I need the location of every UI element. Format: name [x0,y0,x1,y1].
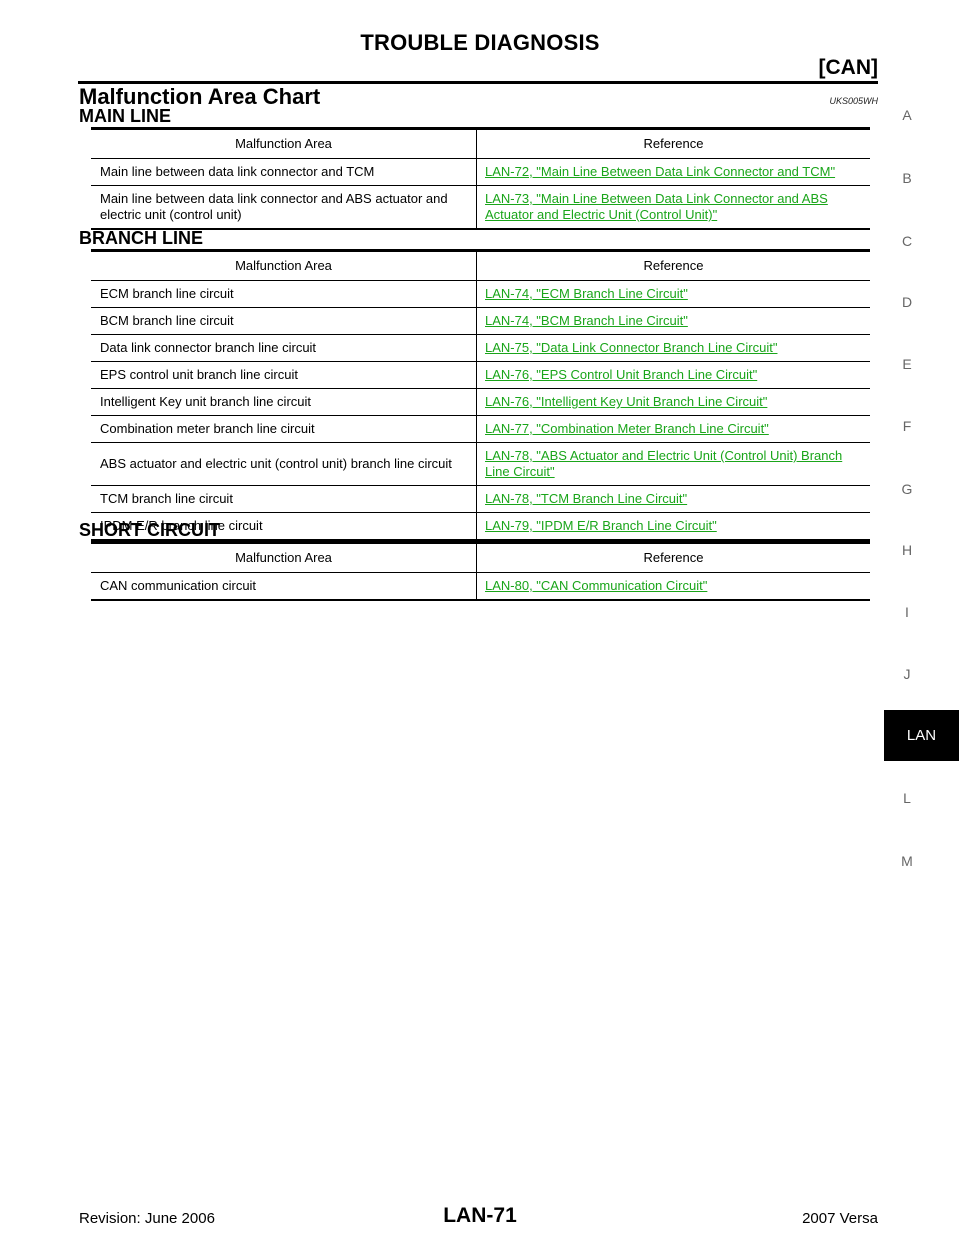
table-row: IPDM E/R branch line circuit LAN-79, "IP… [91,512,870,541]
reference-link[interactable]: LAN-75, "Data Link Connector Branch Line… [485,340,778,355]
side-index-c[interactable]: C [901,233,913,249]
malfunction-area-cell: Main line between data link connector an… [91,185,477,230]
table-row: Data link connector branch line circuit … [91,334,870,362]
malfunction-area-cell: ECM branch line circuit [91,280,477,308]
branch-line-title: BRANCH LINE [79,228,203,248]
short-circuit-table: Malfunction Area Reference CAN communica… [91,541,870,601]
main-line-table: Malfunction Area Reference Main line bet… [91,127,870,230]
column-header-reference: Reference [476,541,870,573]
column-header-reference: Reference [476,127,870,159]
malfunction-area-cell: TCM branch line circuit [91,485,477,513]
reference-link[interactable]: LAN-78, "TCM Branch Line Circuit" [485,491,688,506]
table-row: Combination meter branch line circuit LA… [91,415,870,443]
table-header-row: Malfunction Area Reference [91,127,870,159]
side-index-b[interactable]: B [902,170,912,186]
side-index-i[interactable]: I [905,604,909,620]
reference-link[interactable]: LAN-80, "CAN Communication Circuit" [485,578,708,593]
side-index-d[interactable]: D [901,294,913,310]
table-header-row: Malfunction Area Reference [91,541,870,573]
malfunction-area-cell: CAN communication circuit [91,572,477,601]
table-header-row: Malfunction Area Reference [91,249,870,281]
side-index-m[interactable]: M [901,853,913,869]
footer-revision: Revision: June 2006 [79,1210,215,1227]
column-header-reference: Reference [476,249,870,281]
page-header-title: TROUBLE DIAGNOSIS [360,30,600,55]
reference-link[interactable]: LAN-77, "Combination Meter Branch Line C… [485,421,769,436]
table-row: Main line between data link connector an… [91,158,870,186]
footer-model: 2007 Versa [802,1210,878,1227]
column-header-area: Malfunction Area [91,127,477,159]
footer-page-number: LAN-71 [443,1204,517,1227]
malfunction-area-cell: BCM branch line circuit [91,307,477,335]
side-index-lan-active[interactable]: LAN [884,710,959,761]
reference-link[interactable]: LAN-72, "Main Line Between Data Link Con… [485,164,836,179]
malfunction-area-cell: Combination meter branch line circuit [91,415,477,443]
reference-link[interactable]: LAN-73, "Main Line Between Data Link Con… [485,191,828,222]
side-index-g[interactable]: G [901,481,913,497]
column-header-area: Malfunction Area [91,541,477,573]
section-label: [CAN] [818,56,878,79]
malfunction-area-cell: IPDM E/R branch line circuit [91,512,477,541]
side-index-h[interactable]: H [901,542,913,558]
branch-line-table: Malfunction Area Reference ECM branch li… [91,249,870,541]
page-title: Malfunction Area Chart [79,84,321,109]
table-row: TCM branch line circuit LAN-78, "TCM Bra… [91,485,870,513]
document-code: UKS005WH [829,96,878,106]
short-circuit-title: SHORT CIRCUIT [79,520,220,540]
side-index-a[interactable]: A [902,107,912,123]
malfunction-area-cell: Data link connector branch line circuit [91,334,477,362]
main-line-title: MAIN LINE [79,106,171,126]
side-index-l[interactable]: L [903,790,911,806]
malfunction-area-cell: EPS control unit branch line circuit [91,361,477,389]
side-index-f[interactable]: F [902,418,912,434]
reference-link[interactable]: LAN-79, "IPDM E/R Branch Line Circuit" [485,518,717,533]
malfunction-area-cell: Intelligent Key unit branch line circuit [91,388,477,416]
reference-link[interactable]: LAN-74, "ECM Branch Line Circuit" [485,286,688,301]
reference-link[interactable]: LAN-76, "Intelligent Key Unit Branch Lin… [485,394,768,409]
reference-link[interactable]: LAN-78, "ABS Actuator and Electric Unit … [485,448,843,479]
column-header-area: Malfunction Area [91,249,477,281]
reference-link[interactable]: LAN-74, "BCM Branch Line Circuit" [485,313,688,328]
malfunction-area-cell: Main line between data link connector an… [91,158,477,186]
side-index-e[interactable]: E [902,356,912,372]
table-row: BCM branch line circuit LAN-74, "BCM Bra… [91,307,870,335]
table-row: ABS actuator and electric unit (control … [91,442,870,486]
side-index-j[interactable]: J [903,666,911,682]
malfunction-area-cell: ABS actuator and electric unit (control … [91,442,477,486]
table-row: EPS control unit branch line circuit LAN… [91,361,870,389]
reference-link[interactable]: LAN-76, "EPS Control Unit Branch Line Ci… [485,367,758,382]
table-row: ECM branch line circuit LAN-74, "ECM Bra… [91,280,870,308]
header-divider [78,81,878,84]
table-row: CAN communication circuit LAN-80, "CAN C… [91,572,870,601]
table-row: Intelligent Key unit branch line circuit… [91,388,870,416]
table-row: Main line between data link connector an… [91,185,870,230]
